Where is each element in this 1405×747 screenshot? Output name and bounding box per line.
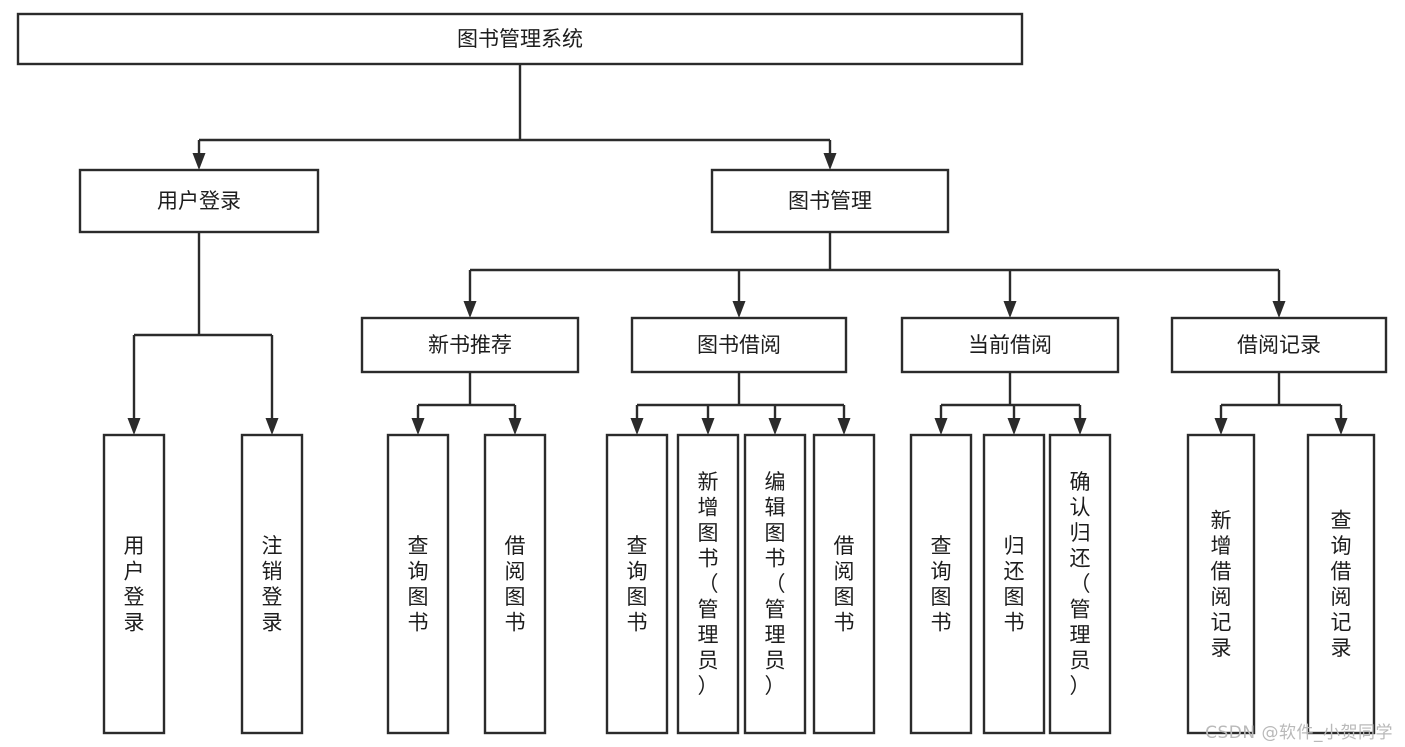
arrow-head-icon: [630, 418, 644, 435]
node-leaf_4[interactable]: 查询图书: [605, 433, 669, 735]
arrow-head-icon: [192, 153, 206, 170]
arrow-head-icon: [837, 418, 851, 435]
node-label: 图书借阅: [697, 333, 781, 357]
node-label: 新书推荐: [428, 333, 512, 357]
node-leaf_12[interactable]: 查询借阅记录: [1306, 433, 1376, 735]
node-leaf_0[interactable]: 用户登录: [102, 433, 166, 735]
node-box: [102, 433, 166, 735]
node-label: 查询借阅记录: [1331, 508, 1352, 660]
node-label: 注销登录: [262, 534, 283, 635]
node-leaf_8[interactable]: 查询图书: [909, 433, 973, 735]
node-l1_1[interactable]: 图书管理: [710, 168, 950, 234]
node-l2_0[interactable]: 新书推荐: [360, 316, 580, 374]
node-label: 图书管理: [788, 189, 872, 213]
node-label: 用户登录: [157, 189, 241, 213]
node-box: [605, 433, 669, 735]
node-root[interactable]: 图书管理系统: [16, 12, 1024, 66]
node-box: [630, 316, 848, 374]
node-label: 归还图书: [1004, 534, 1025, 635]
node-label: 新增图书（管理员）: [698, 470, 719, 698]
node-box: [1306, 433, 1376, 735]
node-box: [676, 433, 740, 735]
node-leaf_2[interactable]: 查询图书: [386, 433, 450, 735]
arrow-head-icon: [1003, 301, 1017, 318]
node-label: 编辑图书（管理员）: [765, 470, 786, 698]
node-label: 图书管理系统: [457, 27, 583, 51]
node-leaf_7[interactable]: 借阅图书: [812, 433, 876, 735]
node-box: [16, 12, 1024, 66]
edges-layer: [127, 64, 1348, 435]
node-box: [78, 168, 320, 234]
node-label: 查询图书: [408, 534, 429, 635]
node-l2_2[interactable]: 当前借阅: [900, 316, 1120, 374]
node-label: 当前借阅: [968, 333, 1052, 357]
arrow-head-icon: [1334, 418, 1348, 435]
node-box: [483, 433, 547, 735]
arrow-head-icon: [1073, 418, 1087, 435]
node-box: [900, 316, 1120, 374]
node-l2_1[interactable]: 图书借阅: [630, 316, 848, 374]
node-label: 借阅图书: [834, 534, 855, 635]
node-label: 新增借阅记录: [1211, 508, 1232, 660]
node-label: 查询图书: [627, 534, 648, 635]
node-box: [710, 168, 950, 234]
arrow-head-icon: [732, 301, 746, 318]
node-label: 借阅记录: [1237, 333, 1321, 357]
arrow-head-icon: [1007, 418, 1021, 435]
node-label: 确认归还（管理员）: [1070, 470, 1091, 698]
node-box: [360, 316, 580, 374]
node-leaf_1[interactable]: 注销登录: [240, 433, 304, 735]
node-box: [1186, 433, 1256, 735]
nodes-layer: 图书管理系统用户登录图书管理新书推荐图书借阅当前借阅借阅记录用户登录注销登录查询…: [16, 12, 1388, 735]
node-leaf_5[interactable]: 新增图书（管理员）: [676, 433, 740, 735]
node-box: [1170, 316, 1388, 374]
node-l1_0[interactable]: 用户登录: [78, 168, 320, 234]
arrow-head-icon: [265, 418, 279, 435]
arrow-head-icon: [768, 418, 782, 435]
node-leaf_11[interactable]: 新增借阅记录: [1186, 433, 1256, 735]
arrow-head-icon: [1272, 301, 1286, 318]
node-box: [743, 433, 807, 735]
node-l2_3[interactable]: 借阅记录: [1170, 316, 1388, 374]
node-label: 查询图书: [931, 534, 952, 635]
node-leaf_6[interactable]: 编辑图书（管理员）: [743, 433, 807, 735]
arrow-head-icon: [463, 301, 477, 318]
arrow-head-icon: [701, 418, 715, 435]
node-leaf_10[interactable]: 确认归还（管理员）: [1048, 433, 1112, 735]
arrow-head-icon: [934, 418, 948, 435]
node-box: [386, 433, 450, 735]
node-label: 用户登录: [124, 534, 145, 635]
arrow-head-icon: [823, 153, 837, 170]
arrow-head-icon: [127, 418, 141, 435]
node-box: [982, 433, 1046, 735]
node-box: [812, 433, 876, 735]
node-leaf_3[interactable]: 借阅图书: [483, 433, 547, 735]
node-box: [1048, 433, 1112, 735]
node-label: 借阅图书: [505, 534, 526, 635]
arrow-head-icon: [411, 418, 425, 435]
node-box: [909, 433, 973, 735]
arrow-head-icon: [508, 418, 522, 435]
node-leaf_9[interactable]: 归还图书: [982, 433, 1046, 735]
arrow-head-icon: [1214, 418, 1228, 435]
node-box: [240, 433, 304, 735]
csdn-watermark: CSDN @软件_小贺同学: [1205, 723, 1393, 743]
